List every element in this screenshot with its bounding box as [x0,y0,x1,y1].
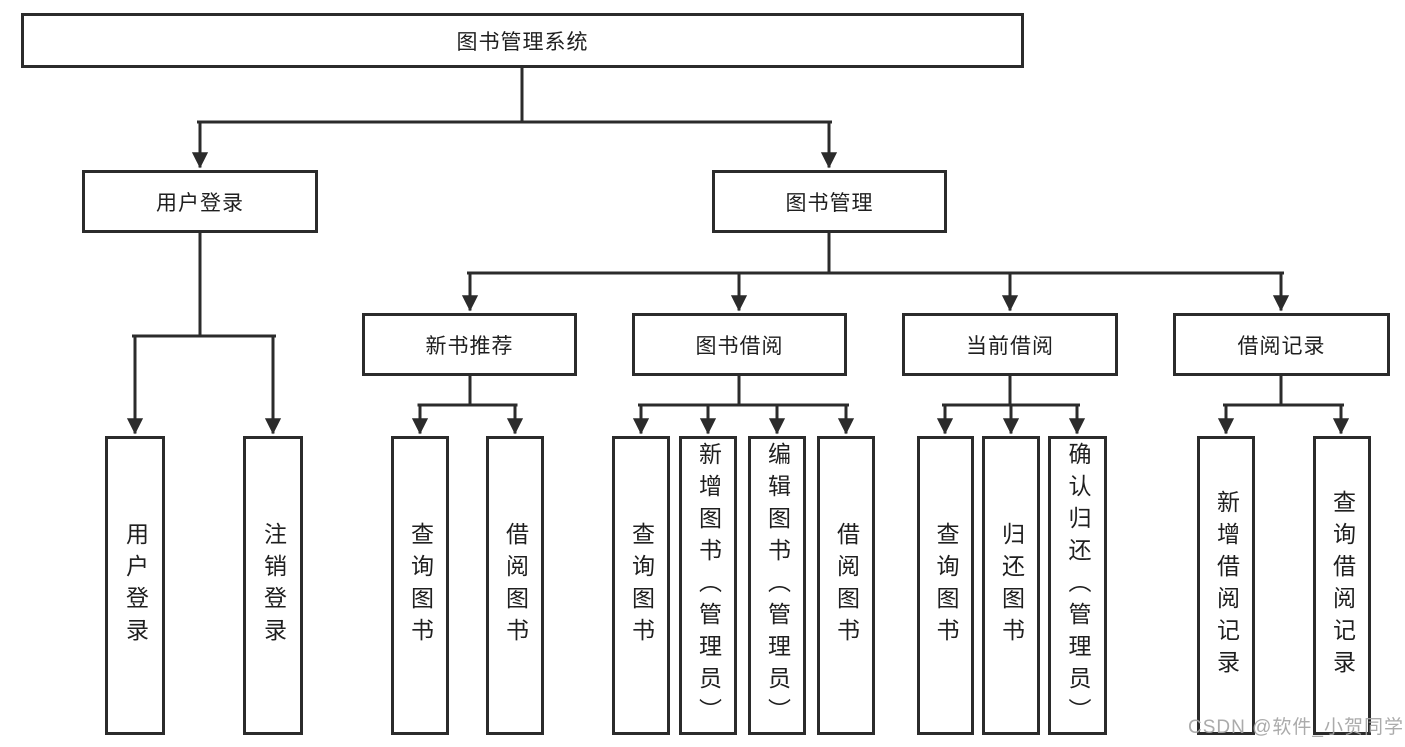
leaf-return-books: 归还图书 [982,436,1040,735]
leaf-query-books-2: 查询图书 [612,436,670,735]
node-current-borrow: 当前借阅 [902,313,1118,376]
leaf-user-login: 用户登录 [105,436,165,735]
node-book-borrow: 图书借阅 [632,313,847,376]
csdn-watermark: CSDN @软件_小贺同学 [1188,717,1404,738]
leaf-logout: 注销登录 [243,436,303,735]
node-user-login: 用户登录 [82,170,318,233]
leaf-confirm-return-admin: 确认归还（管理员） [1048,436,1107,735]
leaf-edit-books-admin: 编辑图书（管理员） [748,436,806,735]
node-root: 图书管理系统 [21,13,1024,68]
leaf-query-books-1: 查询图书 [391,436,449,735]
leaf-query-borrow-record: 查询借阅记录 [1313,436,1371,735]
node-borrow-records: 借阅记录 [1173,313,1390,376]
leaf-query-books-3: 查询图书 [917,436,974,735]
leaf-add-borrow-record: 新增借阅记录 [1197,436,1255,735]
node-new-book-rec: 新书推荐 [362,313,577,376]
leaf-borrow-books-2: 借阅图书 [817,436,875,735]
leaf-add-books-admin: 新增图书（管理员） [679,436,737,735]
node-book-mgmt: 图书管理 [712,170,947,233]
leaf-borrow-books-1: 借阅图书 [486,436,544,735]
